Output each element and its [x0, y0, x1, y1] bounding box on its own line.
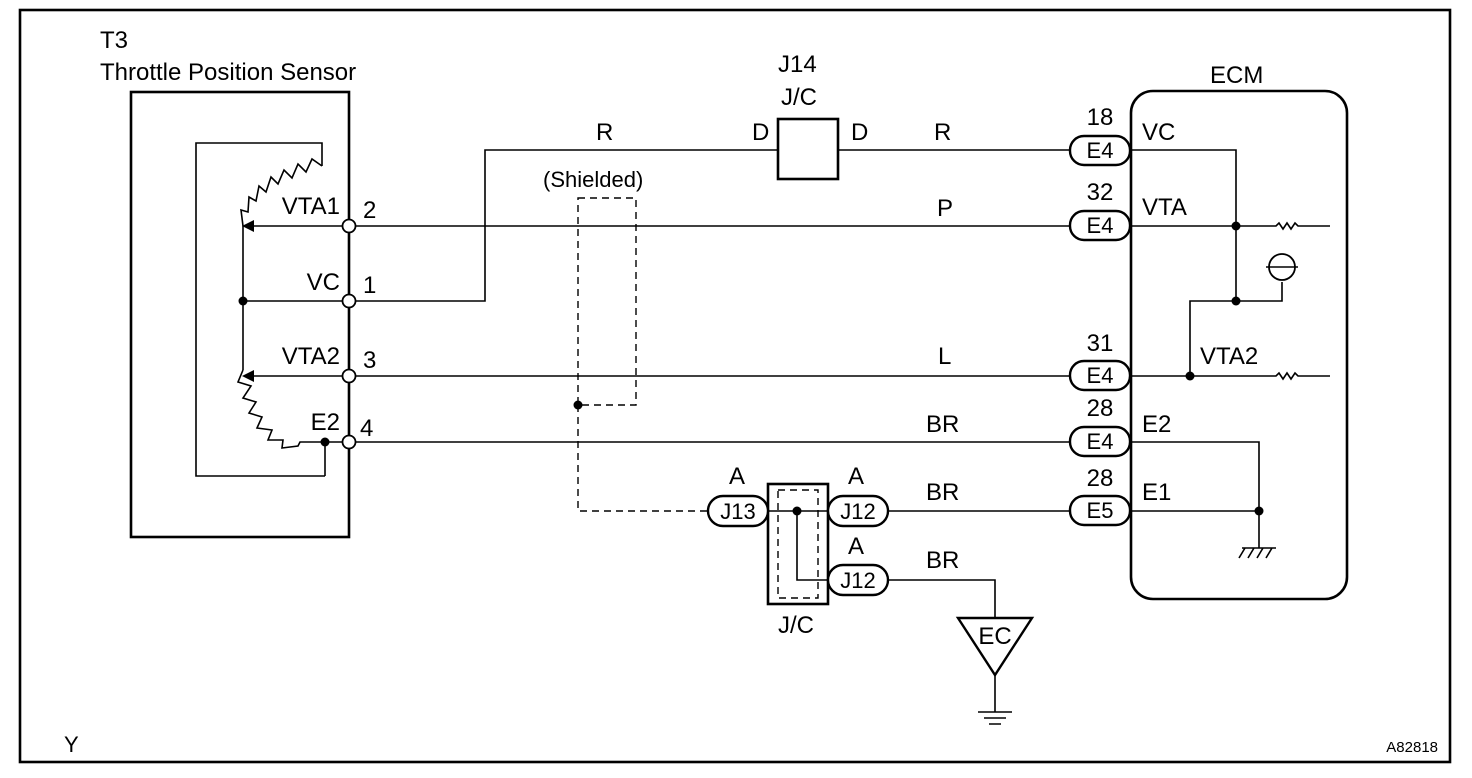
junction-top-left-pin: D — [752, 119, 769, 146]
wire-color-p: P — [937, 195, 953, 222]
sensor-terminal-vc — [341, 293, 357, 309]
footer-right: A82818 — [1386, 739, 1438, 756]
ecm-connector-e2-pin: 28 — [1087, 395, 1114, 422]
ecm-signal-vta: VTA — [1142, 194, 1187, 221]
connector-j13-label: J13 — [720, 499, 755, 524]
ecm-signal-e2: E2 — [1142, 411, 1171, 438]
footer-left: Y — [64, 732, 79, 757]
sensor-terminal-vta2 — [341, 368, 357, 384]
junction-bottom-box — [766, 482, 830, 606]
sensor-box — [129, 90, 351, 539]
connector-j12-a-pin: A — [848, 463, 864, 490]
e2-node — [320, 437, 330, 447]
ecm-connector-e2-label: E4 — [1087, 429, 1114, 454]
ecm-box — [1129, 89, 1349, 601]
sensor-terminal-e2 — [341, 434, 357, 450]
ecm-signal-vta2: VTA2 — [1200, 343, 1258, 370]
ecm-connector-vta-label: E4 — [1087, 213, 1114, 238]
junction-bottom-node — [792, 506, 802, 516]
ecm-connector-e1-label: E5 — [1087, 498, 1114, 523]
sensor-internal-loop — [195, 142, 325, 477]
ec-ground-symbol — [978, 675, 1012, 725]
junction-bottom-type: J/C — [778, 612, 814, 639]
ecm-connector-vta2-label: E4 — [1087, 363, 1114, 388]
ecm-vc-feed-node — [1231, 296, 1241, 306]
ec-ground-triangle — [955, 616, 1035, 678]
wire-color-br3: BR — [926, 547, 959, 574]
sensor-pin-vta2-number: 3 — [363, 347, 376, 374]
wire-color-r-left: R — [596, 119, 613, 146]
ecm-vta-internal — [1130, 221, 1330, 231]
vta1-wiper-arrow — [242, 220, 254, 232]
wire-color-r-right: R — [934, 119, 951, 146]
sensor-pin-vta2-signal: VTA2 — [282, 343, 340, 370]
ecm-vc-internal — [1130, 149, 1237, 301]
wire-ec-br — [888, 579, 996, 618]
wire-color-br2: BR — [926, 479, 959, 506]
sensor-terminal-vta1 — [341, 218, 357, 234]
ecm-signal-e1: E1 — [1142, 479, 1171, 506]
connector-j12-b-pin: A — [848, 533, 864, 560]
ecm-connector-vc-label: E4 — [1087, 138, 1114, 163]
shield-drain — [577, 405, 708, 512]
junction-bottom-bus — [768, 510, 828, 581]
vta2-resistor — [236, 369, 325, 449]
ecm-ground-node — [1254, 506, 1264, 516]
wire-color-l: L — [938, 343, 951, 370]
ecm-ground-icon — [1238, 547, 1276, 559]
shielded-label: (Shielded) — [543, 167, 643, 192]
shield-node — [573, 400, 583, 410]
ecm-title: ECM — [1210, 62, 1263, 89]
sensor-pin-vta1-signal: VTA1 — [282, 193, 340, 220]
vta2-wiper-arrow — [242, 370, 254, 382]
sensor-name: Throttle Position Sensor — [100, 59, 356, 86]
wire-color-br1: BR — [926, 411, 959, 438]
ecm-connector-vta2-pin: 31 — [1087, 330, 1114, 357]
sensor-pin-e2-signal: E2 — [311, 409, 340, 436]
ecm-connector-vta-pin: 32 — [1087, 179, 1114, 206]
sensor-pin-e2-number: 4 — [360, 415, 373, 442]
shield-box — [577, 197, 637, 406]
connector-j12-b-label: J12 — [840, 568, 875, 593]
connector-j13-pin: A — [729, 463, 745, 490]
outer-frame — [18, 8, 1452, 764]
sensor-pin-vc-signal: VC — [307, 269, 340, 296]
sensor-pin-vta1-number: 2 — [363, 197, 376, 224]
vta1-resistor — [240, 157, 323, 227]
junction-top-code: J14 — [778, 51, 817, 78]
sensor-pin-vc-number: 1 — [363, 272, 376, 299]
ecm-connector-e1-pin: 28 — [1087, 465, 1114, 492]
junction-top-right-pin: D — [851, 119, 868, 146]
connector-j13 — [706, 494, 770, 528]
ecm-vta2-internal — [1130, 371, 1330, 381]
ecm-connector-vc-pin: 18 — [1087, 104, 1114, 131]
connector-j12-a-label: J12 — [840, 499, 875, 524]
ecm-vta-node — [1231, 221, 1241, 231]
junction-top-box — [776, 117, 840, 181]
ecm-signal-vc: VC — [1142, 119, 1175, 146]
junction-top-type: J/C — [781, 84, 817, 111]
ec-ground-label: EC — [978, 623, 1011, 650]
ecm-vta2-node — [1185, 371, 1195, 381]
sensor-code: T3 — [100, 27, 128, 54]
vc-node — [238, 296, 248, 306]
junction-bottom-inner-dash — [777, 489, 819, 599]
